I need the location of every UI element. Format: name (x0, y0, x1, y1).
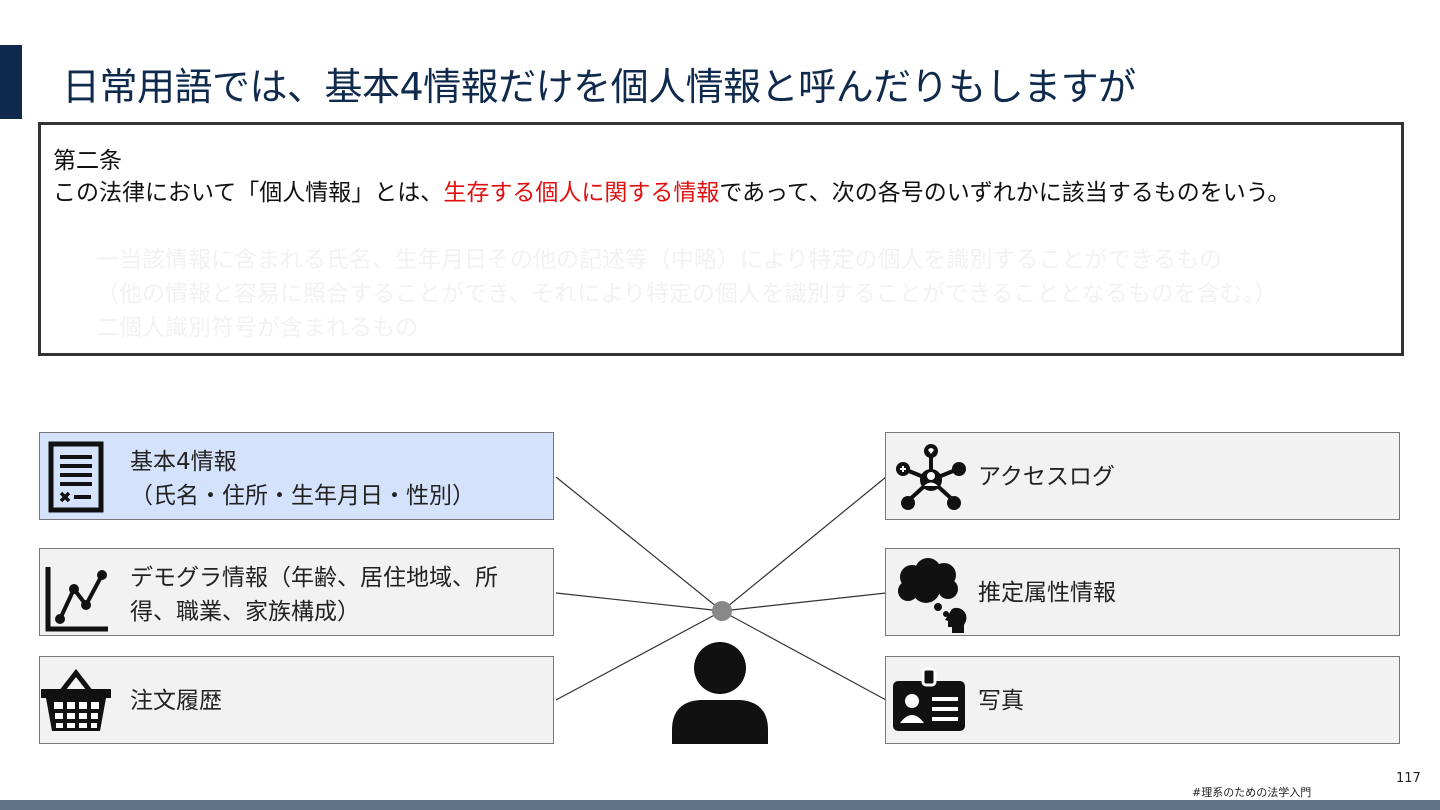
category-label: 注文履歴 (130, 688, 222, 714)
document-icon (48, 441, 104, 513)
law-body: この法律において「個人情報」とは、生存する個人に関する情報であって、次の各号のい… (53, 177, 1383, 209)
category-label: デモグラ情報（年齢、居住地域、所 得、職業、家族構成） (130, 565, 498, 625)
category-photo[interactable]: 写真 (885, 656, 1400, 744)
law-text-box: 第二条 この法律において「個人情報」とは、生存する個人に関する情報であって、次の… (38, 122, 1404, 356)
law-body-highlight: 生存する個人に関する情報 (443, 180, 720, 206)
law-item-1-line-1: 一当該情報に含まれる氏名、生年月日その他の記述等（中略）により特定の個人を識別す… (96, 247, 1223, 273)
id-card-icon (893, 667, 965, 731)
person-icon (672, 642, 768, 744)
connector-line (721, 592, 887, 612)
title-accent-bar (0, 45, 22, 119)
basket-icon (41, 669, 111, 731)
connector-line (721, 610, 887, 701)
law-item-2: 二個人識別符号が含まれるもの (96, 315, 418, 341)
law-body-suffix: であって、次の各号のいずれかに該当するものをいう。 (719, 180, 1291, 206)
law-item-1-line-2: （他の情報と容易に照合することができ、それにより特定の個人を識別することができる… (96, 281, 1278, 307)
category-order-history[interactable]: 注文履歴 (39, 656, 554, 744)
law-body-prefix: この法律において「個人情報」とは、 (53, 180, 444, 206)
category-label: アクセスログ (978, 464, 1115, 490)
law-article-number: 第二条 (53, 148, 122, 174)
connector-line (555, 592, 723, 612)
footer-hashtag: #理系のための法学入門 (1192, 786, 1312, 799)
category-estimated-attributes[interactable]: 推定属性情報 (885, 548, 1400, 636)
category-basic-info[interactable]: 基本4情報 （氏名・住所・生年月日・性別） (39, 432, 554, 520)
connector-line (555, 610, 723, 701)
category-label: 推定属性情報 (978, 580, 1116, 606)
thought-icon (898, 558, 967, 633)
page-number: 117 (1396, 771, 1421, 786)
chart-icon (45, 567, 108, 632)
connector-line (555, 476, 723, 612)
bottom-bar (0, 800, 1440, 810)
network-icon (896, 444, 966, 510)
category-label: 写真 (978, 688, 1024, 714)
connector-line (721, 476, 887, 612)
hub-node (712, 601, 732, 621)
slide-title: 日常用語では、基本4情報だけを個人情報と呼んだりもしますが (62, 65, 1136, 109)
category-label: 基本4情報 （氏名・住所・生年月日・性別） (130, 449, 475, 509)
category-demographic-info[interactable]: デモグラ情報（年齢、居住地域、所 得、職業、家族構成） (39, 548, 554, 636)
law-items-faded: 一当該情報に含まれる氏名、生年月日その他の記述等（中略）により特定の個人を識別す… (96, 243, 1386, 345)
category-access-log[interactable]: アクセスログ (885, 432, 1400, 520)
